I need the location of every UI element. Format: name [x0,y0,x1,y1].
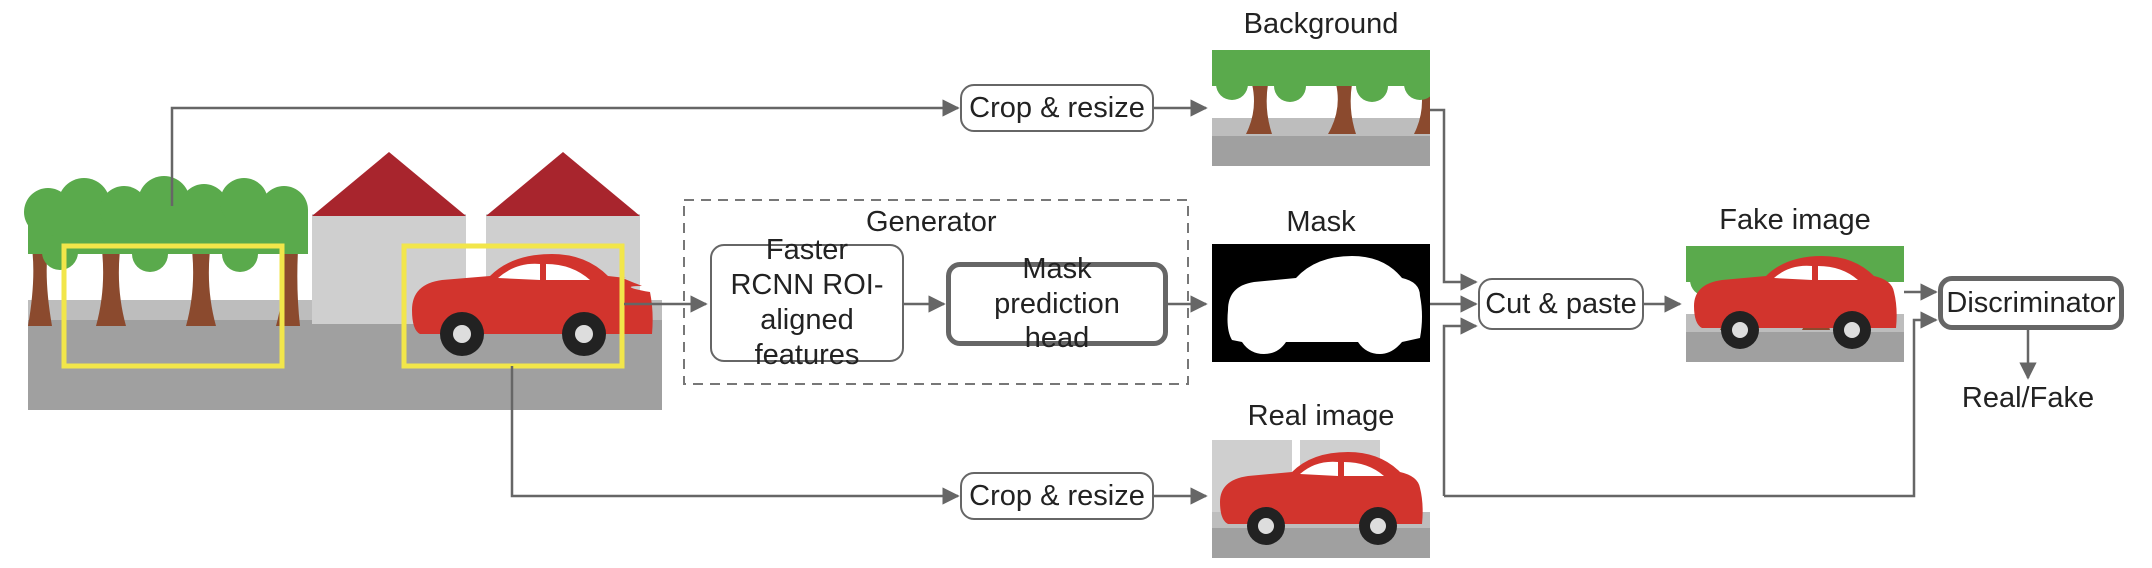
mask-prediction-head-box: Mask prediction head [946,253,1168,354]
arrow-to-crop-top [170,99,960,206]
label-background: Background [1243,8,1399,40]
mask-thumbnail [1212,244,1430,362]
car [412,254,653,356]
label-output: Real/Fake [1961,382,2095,414]
generator-label: Generator [866,206,997,238]
arrow-real-to-cut [1442,317,1478,496]
fake-image-thumbnail [1686,244,1904,362]
arrow-background-to-cut [1430,108,1478,291]
arrow-to-crop-bottom [510,366,960,505]
discriminator-box: Discriminator [1938,276,2124,330]
arrow-real-to-discriminator [1444,311,1938,498]
crop-resize-bottom-box: Crop & resize [960,472,1154,520]
connectors [170,99,2037,505]
label-real-image: Real image [1247,400,1395,432]
cut-paste-box: Cut & paste [1478,278,1644,330]
label-mask: Mask [1286,206,1356,238]
generator-box [683,199,1189,385]
house-roof-left [312,152,466,216]
input-scene-image [24,152,662,410]
label-fake-image: Fake image [1719,204,1871,236]
real-image-thumbnail [1212,440,1430,558]
background-thumbnail [1212,48,1430,166]
roi-box-background [61,243,285,369]
faster-rcnn-box: Faster RCNN ROI-aligned features [710,234,904,371]
house-roof-right [486,152,640,216]
crop-resize-top-box: Crop & resize [960,84,1154,132]
